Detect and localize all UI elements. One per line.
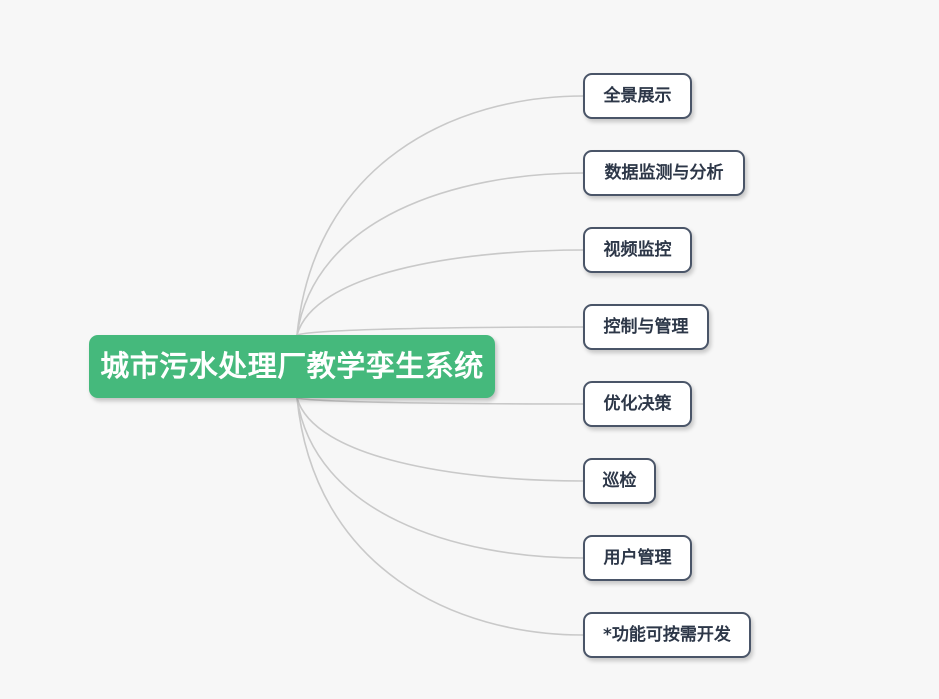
branch-node-8[interactable]: *功能可按需开发 (583, 612, 751, 658)
connector-to-branch-5 (296, 397, 584, 405)
branch-node-5[interactable]: 优化决策 (583, 381, 692, 427)
branch-node-1[interactable]: 全景展示 (583, 73, 692, 119)
branch-node-2[interactable]: 数据监测与分析 (583, 150, 745, 196)
branch-node-label: 控制与管理 (603, 316, 689, 337)
branch-node-label: 视频监控 (603, 239, 672, 260)
branch-node-7[interactable]: 用户管理 (583, 535, 692, 581)
root-node-label: 城市污水处理厂教学孪生系统 (100, 349, 484, 383)
branch-node-4[interactable]: 控制与管理 (583, 304, 709, 350)
branch-node-label: 用户管理 (603, 547, 672, 568)
root-node[interactable]: 城市污水处理厂教学孪生系统 (89, 335, 495, 398)
connector-to-branch-1 (296, 95, 584, 336)
branch-node-6[interactable]: 巡检 (583, 458, 656, 504)
connector-to-branch-7 (296, 397, 584, 559)
connector-to-branch-8 (296, 397, 584, 636)
branch-node-label: 优化决策 (603, 393, 672, 414)
branch-node-3[interactable]: 视频监控 (583, 227, 692, 273)
branch-node-label: 巡检 (602, 470, 637, 491)
connector-to-branch-4 (296, 326, 584, 336)
connector-to-branch-2 (296, 172, 584, 336)
branch-node-label: *功能可按需开发 (603, 624, 731, 645)
branch-node-label: 数据监测与分析 (604, 162, 724, 183)
connector-to-branch-3 (296, 249, 584, 336)
connector-to-branch-6 (296, 397, 584, 482)
branch-node-label: 全景展示 (603, 85, 672, 106)
